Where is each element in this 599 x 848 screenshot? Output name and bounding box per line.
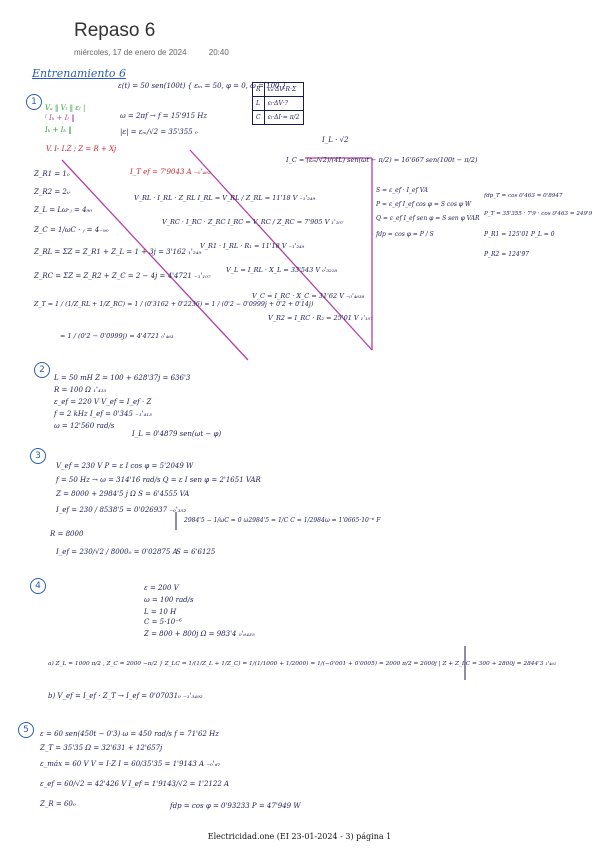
il-heading: I_L · √2 [322, 136, 349, 144]
s4-given: ω = 100 rad/s [144, 596, 194, 604]
source-equation: ε(t) = 50 sen(100t) { εₘ = 50, φ = 0, ω … [118, 82, 287, 90]
current-line: V_R1 · I_RL · R₁ = 11'18 V ₋₁'₂₄₉ [200, 242, 305, 250]
s3-line: V_ef = 230 V P = ε I cos φ = 5'2049 W [56, 462, 194, 470]
power-line: Q = ε_ef I_ef sen φ = S sen φ VAR [376, 215, 480, 222]
exercise-number-3: 3 [30, 448, 46, 464]
s2-line: L = 50 mH Z = 100 + 628'37j = 636'3 [54, 374, 191, 382]
sketch-annotation-2: ᴵ Iₖ + I₍ ‖ [45, 114, 75, 122]
page-datetime: miércoles, 17 de enero de 2024 20:40 [74, 48, 229, 57]
s2-line: ω = 12'560 rad/s [54, 422, 115, 430]
ic-equation: I_C = (εₘ/√2)/(4L) sen(ωt − π/2) = 16'66… [286, 156, 478, 164]
power-line: fdp = cos φ = P / S [376, 231, 434, 238]
s3-line: I_ef = 230/√2 / 8000₀ = 0'02875 A [56, 548, 178, 556]
power-line: S = ε_ef · I_ef VA [376, 187, 428, 194]
impedance-line: Z_R1 = 1₀ [34, 170, 70, 178]
impedance-line: Z_T = 1 / (1/Z_RL + 1/Z_RC) = 1 / (0'316… [34, 301, 314, 308]
s5-line: Z_T = 35'35 Ω = 32'631 + 12'657j [40, 744, 163, 752]
exercise-number-1: 1 [26, 94, 42, 110]
s3-line: S = 6'6125 [176, 548, 216, 556]
exercise-number-4: 4 [30, 578, 46, 594]
s2-line: ε_ef = 220 V V_ef = I_ef · Z [54, 398, 152, 406]
page-date: miércoles, 17 de enero de 2024 [74, 48, 187, 57]
impedance-line: Z_L = Lω·ⱼ = 4₉₀ [34, 206, 93, 214]
current-line: V_L = I_RL · X_L = 33'543 V ₀'₃₂₁₈ [226, 266, 337, 274]
s5-line: Z_R = 60₀ [40, 800, 76, 808]
s5-line: ε_ef = 60/√2 = 42'426 V I_ef = 1'9143/√2… [40, 780, 230, 788]
s3-line: I_ef = 230 / 8538'5 = 0'026937 ₋₀'₃₅₂ [56, 506, 187, 514]
s3-line: Z = 8000 + 2984'5 j Ω S = 6'4555 VA [56, 490, 190, 498]
s4-part-b: b) V_ef = I_ef · Z_T → I_ef = 0'07031₀ ₋… [48, 692, 203, 700]
s5-line: ε = 60 sen(450t − 0'3) ω = 450 rad/s f =… [40, 730, 219, 738]
current-line: V_RC · I_RC · Z_RC I_RC = V_RC / Z_RC = … [162, 218, 344, 226]
impedance-line: Z_RC = ΣZ = Z_R2 + Z_C = 2 − 4j = 4'4721… [34, 272, 211, 280]
sketch-annotation-3: Iₖ + Iₖ ‖ [45, 126, 72, 134]
section-heading: Entrenamiento 6 [32, 67, 127, 80]
impedance-line: Z_RL = ΣZ = Z_R1 + Z_L = 1 + 3j = 3'162 … [34, 248, 202, 256]
s4-given: Z = 800 + 800j Ω = 983'4 ₀'₆₄₃₅ [144, 630, 255, 638]
page-title: Repaso 6 [74, 20, 156, 41]
s3-line: f = 50 Hz → ω = 314'16 rad/s Q = ε I sen… [56, 476, 261, 484]
current-line: V_C = I_RC · X_C = 31'62 V ₋₀'₄₆₃₈ [252, 292, 365, 300]
impedance-line: Z_C = 1/ωC · ⱼ = 4₋₉₀ [34, 226, 109, 234]
s2-line: R = 100 Ω ₁'₄₁₃ [54, 386, 107, 394]
s3-line: R = 8000 [50, 530, 84, 538]
s4-given: C = 5·10⁻⁶ [144, 618, 182, 626]
sketch-annotation: Vₐ ‖ Vₗ ‖ εₗ | [45, 104, 86, 112]
s5-line: fdp = cos φ = 0'93233 P = 47'949 W [170, 802, 301, 810]
s4-part-a: a) Z_L = 1000 π/2 , Z_C = 2000 −π/2 } Z_… [48, 661, 557, 667]
power-line: P = ε_ef I_ef cos φ = S cos φ W [376, 201, 472, 208]
exercise-number-5: 5 [18, 722, 34, 738]
page-time: 20:40 [208, 48, 229, 57]
current-line: V_R2 = I_RC · R₂ = 25'01 V ₁'₁₀₇ [268, 314, 373, 322]
exercise-number-2: 2 [34, 362, 50, 378]
impedance-line: = 1 / (0'2 − 0'0999j) = 4'4721 ₀'₄₆₃ [60, 332, 174, 340]
s4-given: L = 10 H [144, 608, 177, 616]
total-current: I_T ef = 7'9043 A ₋₀'₄₆₃ [130, 168, 211, 176]
s2-line: I_L = 0'4879 sen(ωt − φ) [132, 430, 222, 438]
power-result: P_R1 = 125'01 P_L = 0 [484, 231, 555, 238]
s2-line: f = 2 kHz I_ef = 0'345 ₋₁'₄₁₃ [54, 410, 152, 418]
current-line: V_RL · I_RL · Z_RL I_RL = V_RL / Z_RL = … [134, 194, 316, 202]
frequency-equation: ω = 2πf → f = 15'915 Hz [120, 112, 208, 120]
s5-line: ε_máx = 60 V V = I·Z I = 60/35'35 = 1'91… [40, 760, 221, 768]
power-result: fdp_T = cos 0'463 = 0'8947 [484, 193, 563, 199]
power-result: P_T = 35'355 · 7'9 · cos 0'463 = 249'9 [484, 211, 593, 217]
impedance-line: Z_R2 = 2₀ [34, 188, 70, 196]
s4-given: ε = 200 V [144, 584, 179, 592]
s3-line: 2984'5 − 1/ωC = 0 ω2984'5 = 1/C C = 1/29… [184, 517, 381, 524]
power-result: P_R2 = 124'97 [484, 251, 529, 258]
page-footer: Electricidad.one (EI 23-01-2024 - 3) pág… [207, 832, 392, 841]
peak-equation: |ε| = εₘ/√2 = 35'355 ₀ [120, 128, 198, 136]
equation-ohm: V. I- I.Z ; Z = R + Xj [46, 145, 117, 153]
